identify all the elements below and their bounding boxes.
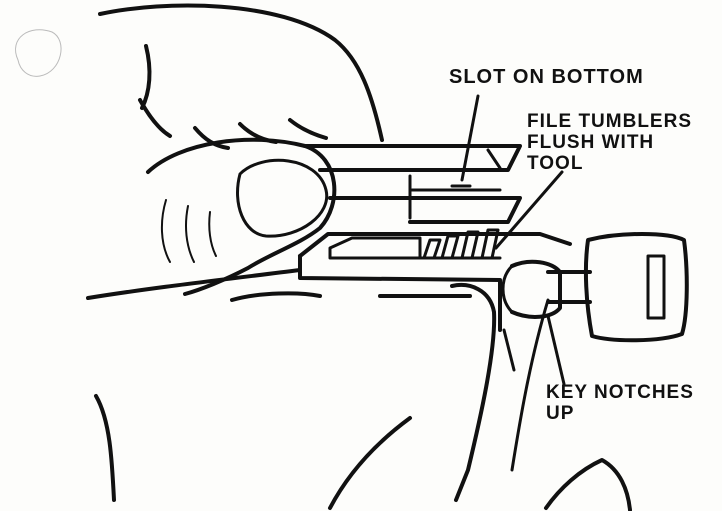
tool-prong-tip <box>486 148 502 170</box>
leader-file-tumblers <box>494 170 564 250</box>
key-shank <box>546 270 592 304</box>
hand-heel-line <box>94 394 116 502</box>
tumbler-3 <box>460 230 480 260</box>
column-bottom-arc <box>328 416 412 510</box>
lock-housing-top <box>298 232 572 258</box>
hand-thumb-outline <box>146 137 337 296</box>
tumbler-1 <box>422 238 442 260</box>
label-key-notches-line-2: UP <box>546 403 575 424</box>
leader-slot-on-bottom <box>460 94 480 182</box>
lock-housing-window <box>328 236 422 260</box>
label-key-notches-line-1: KEY NOTCHES <box>546 382 694 403</box>
key-cylinder-face <box>501 264 514 314</box>
hand-crease-line-4 <box>288 118 328 140</box>
column-side-line <box>502 328 516 372</box>
tumbler-4 <box>480 228 500 260</box>
hand-palm-line-3 <box>208 211 217 257</box>
column-right-arc <box>544 458 632 511</box>
scan-circle-mark <box>15 29 62 77</box>
label-file-tumblers-line-1: FILE TUMBLERS <box>527 111 692 132</box>
key-head-slot <box>646 254 666 320</box>
tool-center-slot <box>408 174 502 220</box>
hand-palm-line-1 <box>160 199 171 263</box>
leader-key-notches <box>546 314 566 386</box>
column-base-drawing <box>230 283 632 511</box>
label-file-tumblers-line-2: FLUSH WITH <box>527 132 655 153</box>
hand-crease-line-2 <box>193 126 230 150</box>
tool-upper-prong <box>303 144 522 172</box>
lock-housing-front <box>298 254 502 332</box>
label-slot-on-bottom: SLOT ON BOTTOM <box>449 66 644 88</box>
leader-lines <box>460 94 566 386</box>
tool-lower-prong <box>328 196 522 224</box>
hand-drawing <box>86 3 384 502</box>
label-file-tumblers-line-3: TOOL <box>527 153 584 174</box>
pick-tool-drawing <box>303 144 522 224</box>
column-inner-curve <box>510 298 550 472</box>
key-drawing <box>501 232 689 343</box>
hand-upper-finger-outline <box>98 3 384 142</box>
hand-knuckle-fold <box>140 44 152 110</box>
hand-lower-edge <box>86 268 302 300</box>
tumbler-2 <box>440 234 460 260</box>
hand-palm-line-2 <box>185 205 195 263</box>
column-face-outline <box>450 283 497 502</box>
lock-housing-drawing <box>298 228 572 332</box>
key-cylinder <box>510 259 562 319</box>
hand-thumbnail <box>236 158 329 238</box>
column-left-curve <box>230 291 322 302</box>
key-head <box>583 232 689 343</box>
